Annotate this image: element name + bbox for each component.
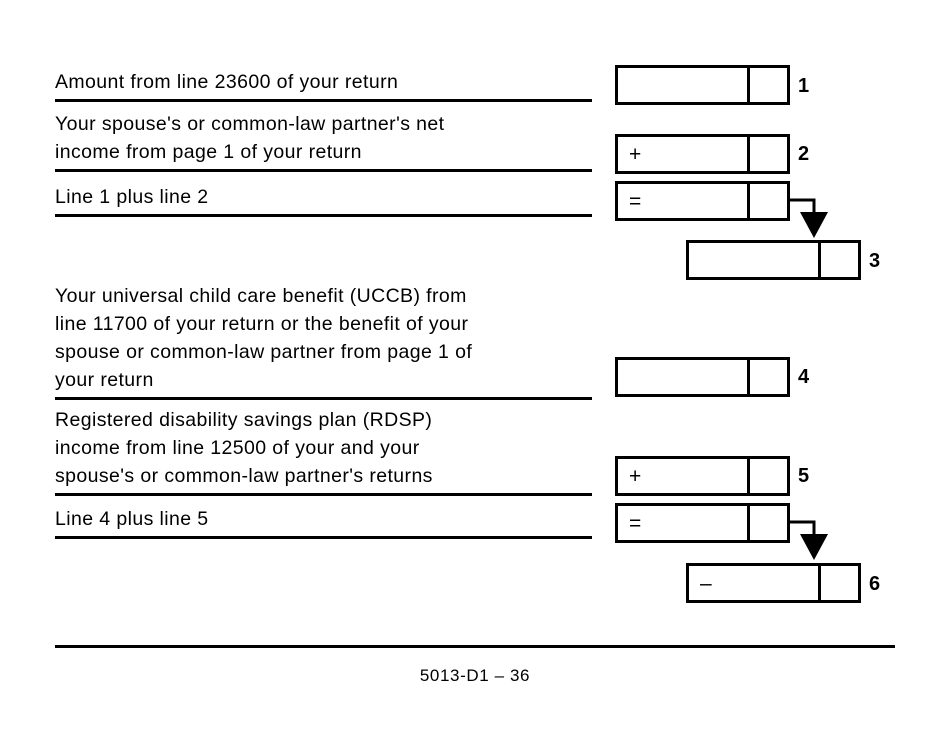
result-operator-sign-line-6: – <box>700 571 712 595</box>
label-text-line-6: Line 4 plus line 5 <box>55 508 209 530</box>
amount-box-line-4[interactable] <box>615 357 790 397</box>
cents-cell-line-4[interactable] <box>750 360 787 394</box>
dollars-cell-line-5[interactable]: + <box>618 459 750 493</box>
footer-divider <box>55 645 895 648</box>
cents-cell-line-5[interactable] <box>750 459 787 493</box>
amount-box-line-5[interactable]: + <box>615 456 790 496</box>
amount-box-line-2[interactable]: + <box>615 134 790 174</box>
dollars-cell-line-2[interactable]: + <box>618 137 750 171</box>
label-text-line-2: Your spouse's or common-law partner's ne… <box>55 113 445 163</box>
label-row-line-3: Line 1 plus line 2 <box>55 183 592 217</box>
dollars-cell-line-1[interactable] <box>618 68 750 102</box>
label-row-line-5: Registered disability savings plan (RDSP… <box>55 406 592 496</box>
dollars-cell-line-3-carry[interactable] <box>689 243 821 277</box>
line-number-4: 4 <box>798 366 810 388</box>
amount-box-line-3-carry[interactable] <box>686 240 861 280</box>
amount-box-line-1[interactable] <box>615 65 790 105</box>
label-text-line-3: Line 1 plus line 2 <box>55 186 209 208</box>
carry-arrow-line-3 <box>788 193 834 241</box>
cents-cell-line-3-subtotal[interactable] <box>750 184 787 218</box>
line-number-2: 2 <box>798 143 810 165</box>
label-row-line-6: Line 4 plus line 5 <box>55 505 592 539</box>
label-row-line-1: Amount from line 23600 of your return <box>55 68 592 102</box>
amount-box-line-6-carry[interactable]: – <box>686 563 861 603</box>
footer-form-id: 5013-D1 – 36 <box>419 666 531 685</box>
dollars-cell-line-6-subtotal[interactable]: = <box>618 506 750 540</box>
operator-sign-line-3: = <box>629 189 642 213</box>
amount-box-line-3-subtotal[interactable]: = <box>615 181 790 221</box>
dollars-cell-line-6-carry[interactable]: – <box>689 566 821 600</box>
cents-cell-line-2[interactable] <box>750 137 787 171</box>
carry-arrow-line-6 <box>788 515 834 563</box>
label-text-line-5: Registered disability savings plan (RDSP… <box>55 409 433 487</box>
operator-sign-line-6: = <box>629 511 642 535</box>
dollars-cell-line-3-subtotal[interactable]: = <box>618 184 750 218</box>
line-number-6: 6 <box>869 573 881 595</box>
label-text-line-4: Your universal child care benefit (UCCB)… <box>55 285 473 391</box>
cents-cell-line-1[interactable] <box>750 68 787 102</box>
cents-cell-line-3-carry[interactable] <box>821 243 858 277</box>
cents-cell-line-6-subtotal[interactable] <box>750 506 787 540</box>
amount-box-line-6-subtotal[interactable]: = <box>615 503 790 543</box>
line-number-5: 5 <box>798 465 810 487</box>
label-text-line-1: Amount from line 23600 of your return <box>55 71 399 93</box>
dollars-cell-line-4[interactable] <box>618 360 750 394</box>
operator-sign-line-5: + <box>629 464 642 488</box>
line-number-3: 3 <box>869 250 881 272</box>
label-row-line-2: Your spouse's or common-law partner's ne… <box>55 110 592 172</box>
line-number-1: 1 <box>798 75 810 97</box>
operator-sign-line-2: + <box>629 142 642 166</box>
label-row-line-4: Your universal child care benefit (UCCB)… <box>55 282 592 400</box>
cents-cell-line-6-carry[interactable] <box>821 566 858 600</box>
